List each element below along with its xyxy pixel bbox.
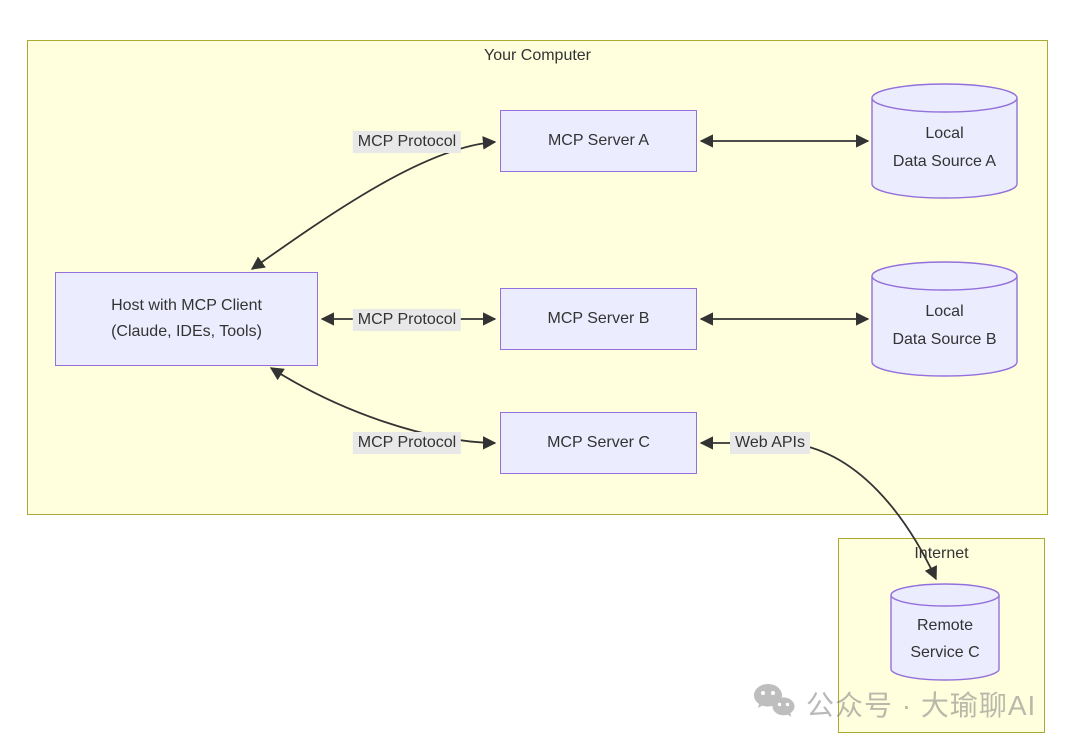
mcp-server-a-label: MCP Server A [547,132,650,150]
mcp-server-c-node: MCP Server C [500,412,697,474]
remote-service-c-label-line2: Service C [910,644,980,661]
host-label-line2: (Claude, IDEs, Tools) [111,323,262,340]
edge-label-mcp-protocol-c: MCP Protocol [352,432,462,454]
remote-service-c-node: Remote Service C [890,583,1000,683]
data-source-b-node: Local Data Source B [871,261,1018,378]
host-node: Host with MCP Client (Claude, IDEs, Tool… [55,272,318,366]
cylinder-shape [890,583,1000,681]
edge-label-mcp-protocol-b: MCP Protocol [352,309,462,331]
wechat-icon [754,684,795,717]
mcp-server-b-node: MCP Server B [500,288,697,350]
data-source-a-node: Local Data Source A [871,83,1018,200]
cylinder-shape [871,83,1018,199]
data-source-b-label-line1: Local [925,303,964,321]
mcp-server-a-node: MCP Server A [500,110,697,172]
data-source-a-label-line2: Data Source A [892,152,997,170]
watermark-text: 公众号 · 大瑜聊AI [806,690,1037,721]
remote-service-c-label-line1: Remote [916,616,974,634]
data-source-b-label-line2: Data Source B [892,330,997,348]
edge-host-server-a [250,136,497,270]
data-source-a-label-line1: Local [925,125,964,143]
edge-label-web-apis: Web APIs [730,432,810,454]
mcp-server-b-label: MCP Server B [547,310,650,328]
edge-label-mcp-protocol-a: MCP Protocol [352,131,462,153]
mcp-server-c-label: MCP Server C [547,434,650,452]
cylinder-shape [871,261,1018,377]
host-label-line1: Host with MCP Client [111,297,262,315]
watermark: 公众号 · 大瑜聊AI [752,682,1036,726]
edge-server-c-remote [699,436,937,581]
cluster-your-computer-title: Your Computer [483,47,592,64]
edge-host-server-c [269,367,497,450]
